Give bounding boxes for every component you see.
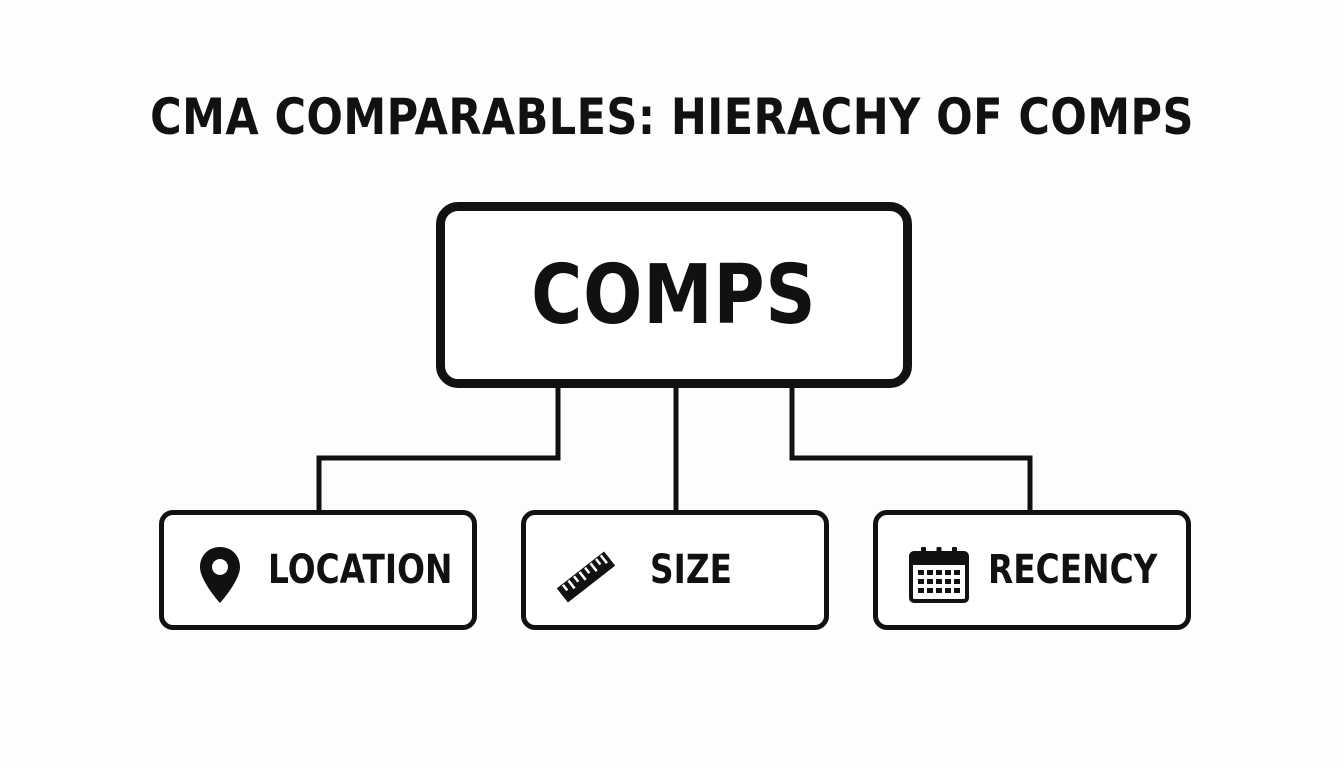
- diagram-title: CMA COMPARABLES: HIERACHY OF COMPS: [150, 88, 1194, 146]
- child-node-label: LOCATION: [268, 547, 453, 593]
- ruler-icon: [554, 545, 618, 613]
- connector-recency: [789, 386, 1033, 512]
- child-node-recency: RECENCY: [873, 510, 1191, 630]
- child-node-size: SIZE: [521, 510, 829, 630]
- map-pin-icon: [198, 545, 242, 609]
- root-node-label: COMPS: [531, 247, 817, 343]
- child-node-label: RECENCY: [988, 547, 1158, 593]
- connector-location: [316, 386, 561, 512]
- root-node-comps: COMPS: [436, 202, 912, 388]
- calendar-icon: [908, 545, 970, 609]
- child-node-location: LOCATION: [159, 510, 477, 630]
- child-node-label: SIZE: [650, 547, 733, 593]
